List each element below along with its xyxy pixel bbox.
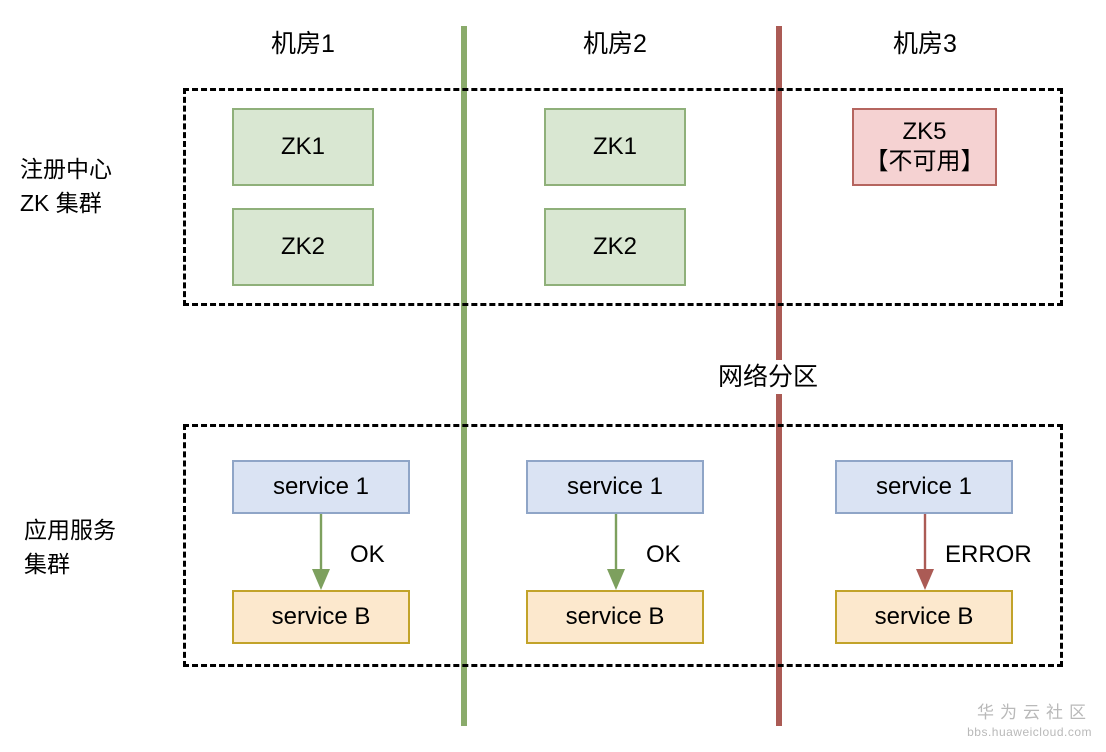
flow-arrow-dc1 bbox=[305, 514, 337, 592]
flow-arrow-dc3 bbox=[909, 514, 941, 592]
flow-result-dc2: OK bbox=[646, 541, 681, 568]
zk-node-dc2-zk2[interactable]: ZK2 bbox=[544, 208, 686, 286]
service-node-dc3-provider[interactable]: service B bbox=[835, 590, 1013, 644]
flow-arrow-dc2 bbox=[600, 514, 632, 592]
zk-node-dc1-zk2[interactable]: ZK2 bbox=[232, 208, 374, 286]
row-label-application: 应用服务 集群 bbox=[24, 517, 116, 577]
zk-node-dc1-zk1[interactable]: ZK1 bbox=[232, 108, 374, 186]
zk-node-label: ZK2 bbox=[280, 233, 325, 260]
zk-node-label: ZK5 bbox=[902, 118, 947, 145]
service-node-dc1-provider[interactable]: service B bbox=[232, 590, 410, 644]
service-node-dc3-client[interactable]: service 1 bbox=[835, 460, 1013, 514]
column-title-dc3: 机房3 bbox=[893, 30, 957, 58]
zk-node-label: ZK2 bbox=[592, 233, 637, 260]
flow-result-dc3: ERROR bbox=[945, 541, 1032, 568]
zk-node-dc2-zk1[interactable]: ZK1 bbox=[544, 108, 686, 186]
service-node-label: service B bbox=[874, 603, 974, 630]
service-node-label: service 1 bbox=[566, 473, 664, 500]
flow-result-dc1: OK bbox=[350, 541, 385, 568]
service-node-dc2-client[interactable]: service 1 bbox=[526, 460, 704, 514]
registry-zone bbox=[183, 88, 1063, 306]
application-zone bbox=[183, 424, 1063, 667]
watermark-url: bbs.huaweicloud.com bbox=[967, 725, 1092, 739]
column-title-dc1: 机房1 bbox=[271, 30, 335, 58]
partition-note: 网络分区 bbox=[712, 360, 825, 394]
zk-node-dc3-zk5[interactable]: ZK5 【不可用】 bbox=[852, 108, 997, 186]
row-label-registry: 注册中心 ZK 集群 bbox=[20, 156, 112, 216]
column-title-dc2: 机房2 bbox=[583, 30, 647, 58]
watermark: 华为云社区 bbs.huaweicloud.com bbox=[967, 702, 1092, 740]
service-node-label: service B bbox=[565, 603, 665, 630]
zk-node-status-label: 【不可用】 bbox=[864, 148, 985, 175]
zk-node-label: ZK1 bbox=[592, 133, 637, 160]
watermark-title: 华为云社区 bbox=[977, 703, 1092, 722]
service-node-label: service 1 bbox=[875, 473, 973, 500]
divider-line-green bbox=[461, 26, 467, 726]
service-node-label: service B bbox=[271, 603, 371, 630]
service-node-dc1-client[interactable]: service 1 bbox=[232, 460, 410, 514]
zk-node-label: ZK1 bbox=[280, 133, 325, 160]
service-node-label: service 1 bbox=[272, 473, 370, 500]
service-node-dc2-provider[interactable]: service B bbox=[526, 590, 704, 644]
